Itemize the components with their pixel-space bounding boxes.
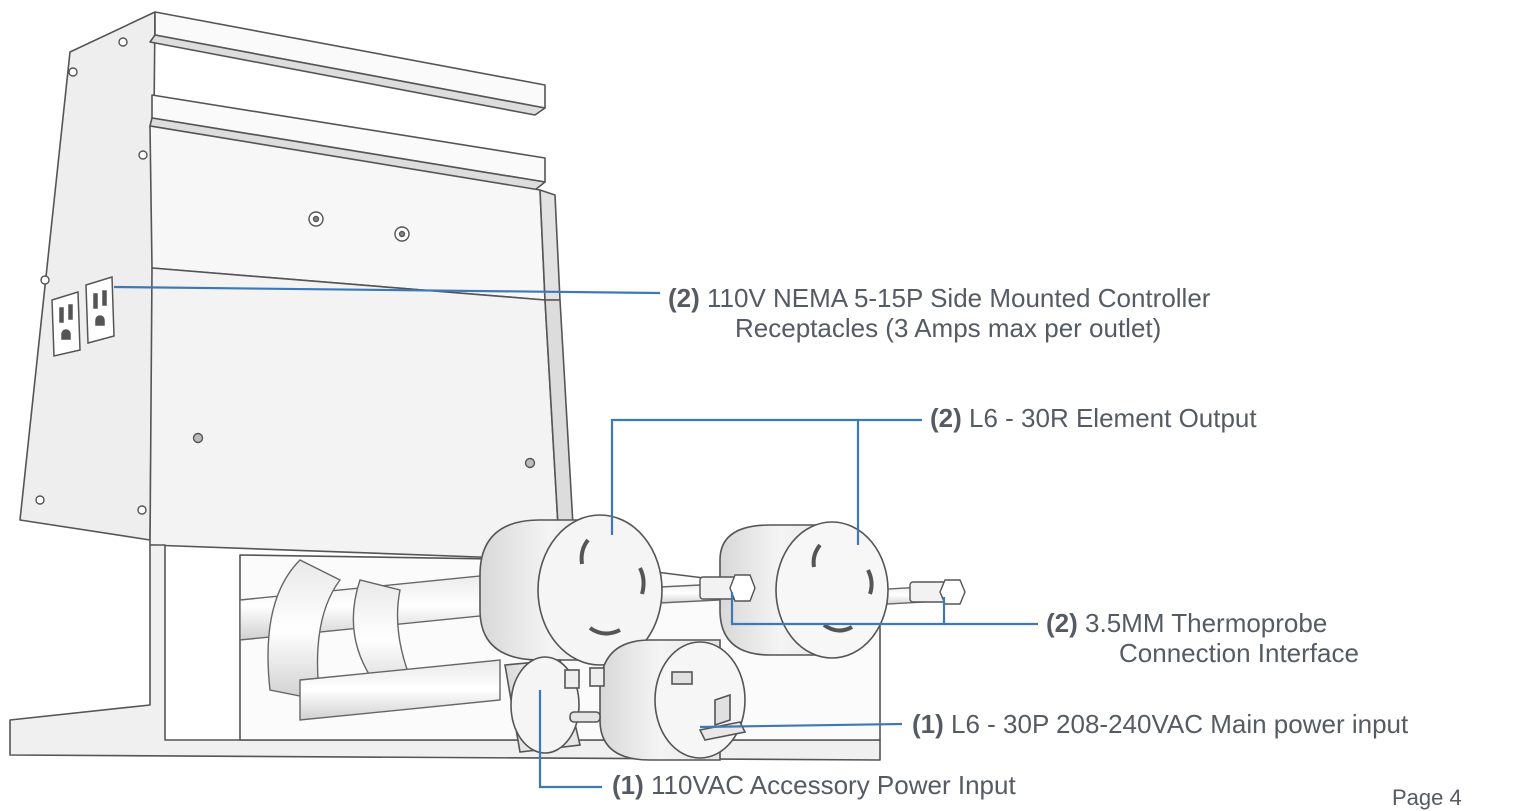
top-rail [154,11,546,109]
thermoprobe-connectors [699,574,966,605]
callout-text: 110V NEMA 5-15P Side Mounted Controller [707,283,1211,313]
side-receptacles [51,275,115,357]
screws [35,37,536,515]
callout-text: L6 - 30P 208-240VAC Main power input [951,709,1409,739]
callout-text-line2: Receptacles (3 Amps max per outlet) [735,313,1162,343]
leader-element-output [610,418,860,545]
side-panel [19,11,156,541]
callout-text: 3.5MM Thermoprobe [1085,608,1328,638]
callout-element-output: (2) L6 - 30R Element Output [930,403,1257,433]
callout-accessory-power: (1) 110VAC Accessory Power Input [612,770,1016,800]
callout-main-power: (1) L6 - 30P 208-240VAC Main power input [912,709,1408,739]
base-foot [9,544,881,761]
callout-qty: (2) [930,403,962,433]
page-number: Page 4 [1392,785,1462,810]
callout-text: L6 - 30R Element Output [969,403,1257,433]
main-power-plug [599,639,747,761]
leader-lines [113,285,1038,789]
leader-thermoprobe [730,592,946,626]
front-panel-lower [149,267,561,561]
callout-qty: (2) [668,283,700,313]
callout-qty: (1) [612,770,644,800]
element-output-plug-left [479,514,663,666]
callout-receptacles: (2) 110V NEMA 5-15P Side Mounted Control… [668,283,1210,343]
leader-main-power [699,722,903,729]
leader-receptacles [113,285,661,295]
callout-text: 110VAC Accessory Power Input [651,770,1016,800]
leader-accessory-power [538,690,602,789]
callout-qty: (1) [912,709,944,739]
accessory-power-plug [504,656,605,754]
callout-text-line2: Connection Interface [1119,638,1359,668]
callout-thermoprobe: (2) 3.5MM Thermoprobe Connection Interfa… [1046,608,1359,668]
callout-qty: (2) [1046,608,1078,638]
